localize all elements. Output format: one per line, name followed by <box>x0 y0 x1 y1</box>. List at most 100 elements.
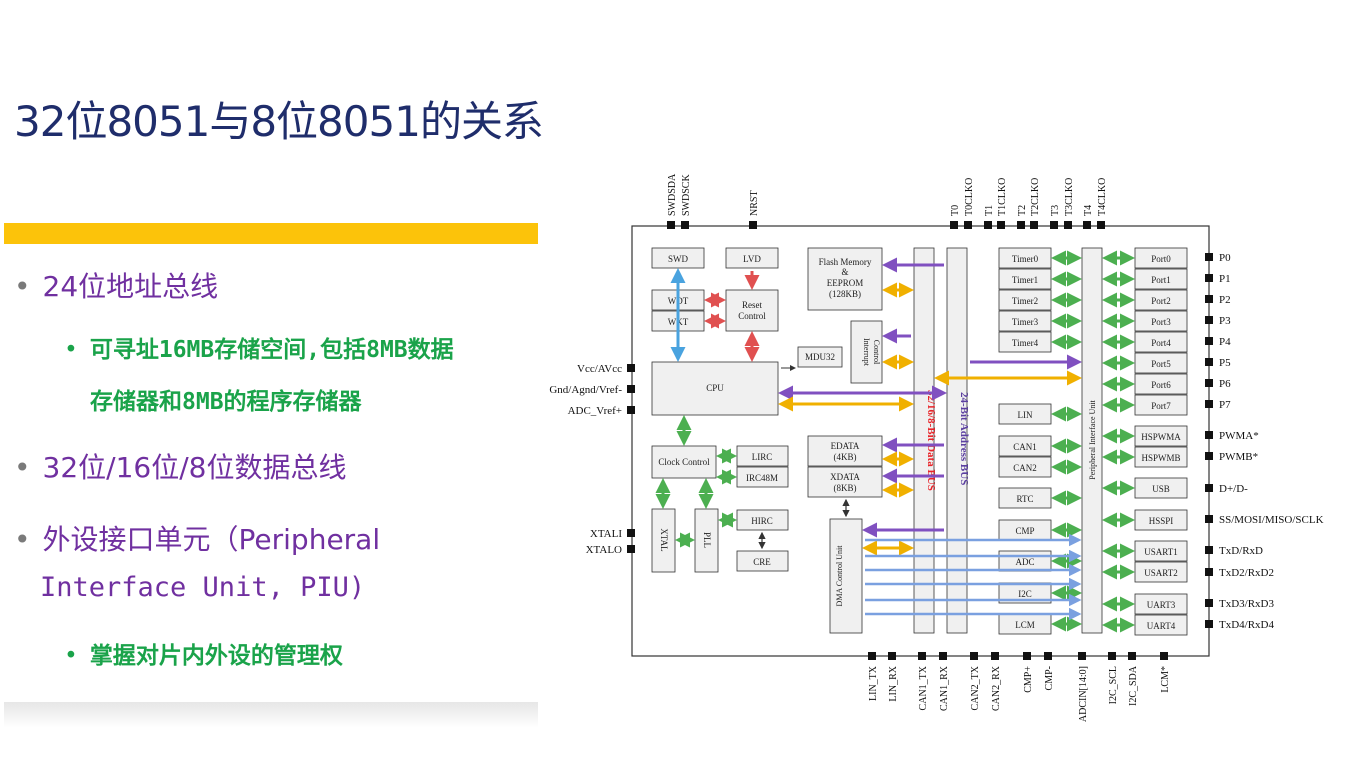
pin-label: ADC_Vref+ <box>568 405 622 417</box>
pin-label: T1 <box>984 205 995 216</box>
block-label: Port4 <box>1151 338 1171 348</box>
pin-label: T0 <box>950 205 961 216</box>
block-label: SWD <box>668 254 689 264</box>
left-pins: Vcc/AVcc Gnd/Agnd/Vref- ADC_Vref+ XTALI … <box>549 363 635 556</box>
bullet-text: 存储器和8MB的程序存储器 <box>90 389 362 415</box>
bullet-text: 32位/16位/8位数据总线 <box>42 451 347 484</box>
pin-label: T0CLKO <box>964 178 975 216</box>
hirc-block <box>736 509 789 531</box>
cpu-block <box>651 361 779 416</box>
block-label: (4KB) <box>834 452 857 462</box>
pin-label: CAN1_RX <box>939 665 950 711</box>
block-label: & <box>841 267 848 277</box>
pin-label: T4CLKO <box>1097 178 1108 216</box>
top-pins: SWDSDA SWDSCK NRST T0 T0CLKO T1 T1CLKO T… <box>667 173 1108 229</box>
bullet-piu-continued: Interface Unit, PIU) <box>40 572 365 603</box>
block-label: LCM <box>1015 620 1035 630</box>
block-label: HSSPI <box>1149 516 1174 526</box>
hspwma-block <box>1134 425 1188 447</box>
bullet-text: 掌握对片内外设的管理权 <box>89 643 343 669</box>
bullet-data-bus: •32位/16位/8位数据总线 <box>14 446 346 486</box>
pin-label: XTALI <box>590 528 622 540</box>
block-label: HSPWMA <box>1141 432 1181 442</box>
uart4-block <box>1134 614 1188 636</box>
block-label: HIRC <box>751 516 773 526</box>
block-label: MDU32 <box>805 352 835 362</box>
port1-block <box>1134 268 1188 290</box>
pin-label: T2 <box>1017 205 1028 216</box>
usart1-block <box>1134 540 1188 562</box>
shadow-divider <box>4 702 538 728</box>
pin-label: SWDSDA <box>667 173 678 216</box>
block-label: LVD <box>743 254 761 264</box>
bullet-dot-icon: • <box>14 523 31 556</box>
pin-label: TxD3/RxD3 <box>1219 598 1275 610</box>
bullet-piu: • 外设接口单元（Peripheral <box>14 518 380 558</box>
block-label: EDATA <box>831 441 860 451</box>
block-label: USB <box>1152 484 1170 494</box>
block-label: (128KB) <box>829 289 861 299</box>
bullet-text: 24位地址总线 <box>42 270 219 303</box>
pin-label: LIN_RX <box>888 665 899 701</box>
pin-label: T3CLKO <box>1064 178 1075 216</box>
uart3-block <box>1134 593 1188 615</box>
block-label: Port6 <box>1151 380 1171 390</box>
hsspi-block <box>1134 509 1188 531</box>
block-label: Port3 <box>1151 317 1171 327</box>
pin-label: P5 <box>1219 357 1231 369</box>
usb-block <box>1134 477 1188 499</box>
pll-block <box>694 508 719 573</box>
pin-label: T2CLKO <box>1030 178 1041 216</box>
pin-label: P4 <box>1219 336 1231 348</box>
block-label: Timer3 <box>1012 317 1039 327</box>
irc48m-block <box>736 466 789 488</box>
pin-label: P0 <box>1219 252 1231 264</box>
block-label: Timer0 <box>1012 254 1039 264</box>
block-label: CAN1 <box>1013 442 1037 452</box>
pin-label: CMP+ <box>1023 666 1034 693</box>
block-label: Control <box>872 340 881 365</box>
block-label: RTC <box>1017 494 1034 504</box>
block-label: LIN <box>1018 410 1033 420</box>
pin-label: Vcc/AVcc <box>577 363 622 375</box>
block-label: UART4 <box>1147 621 1176 631</box>
block-label: DMA Control Unit <box>835 545 844 607</box>
port3-block <box>1134 310 1188 332</box>
block-label: Port5 <box>1151 359 1171 369</box>
block-label: XDATA <box>830 472 860 482</box>
block-label: Clock Control <box>658 457 710 467</box>
block-label: Timer1 <box>1012 275 1038 285</box>
block-label: Reset <box>742 300 762 310</box>
pin-label: T4 <box>1083 205 1094 216</box>
bullet-dot-icon: • <box>14 270 31 303</box>
pin-label: CAN1_TX <box>918 665 929 710</box>
pin-label: T3 <box>1050 205 1061 216</box>
bullet-text: 可寻址16MB存储空间,包括8MB数据 <box>89 337 454 363</box>
edata-block <box>807 435 883 467</box>
pin-label: P1 <box>1219 273 1231 285</box>
hspwmb-block <box>1134 446 1188 468</box>
pin-label: PWMB* <box>1219 451 1258 463</box>
block-label: CAN2 <box>1013 463 1037 473</box>
cre-block <box>736 550 789 572</box>
pin-label: P6 <box>1219 378 1231 390</box>
pin-label: P7 <box>1219 399 1231 411</box>
address-bus <box>946 247 968 634</box>
lirc-block <box>736 445 789 467</box>
reset-control-block <box>725 289 779 332</box>
pin-label: LIN_TX <box>868 665 879 701</box>
pin-label: TxD2/RxD2 <box>1219 567 1274 579</box>
bullet-text: 外设接口单元（Peripheral <box>42 523 381 556</box>
pin-label: CMP- <box>1044 666 1055 690</box>
pin-label: LCM* <box>1160 666 1171 693</box>
block-label: Port2 <box>1151 296 1171 306</box>
usart2-block <box>1134 561 1188 583</box>
pin-label: P2 <box>1219 294 1231 306</box>
pin-label: I2C_SCL <box>1108 666 1119 704</box>
pin-label: TxD/RxD <box>1219 545 1263 557</box>
address-bus-label: 24-Bit Address BUS <box>958 392 970 485</box>
port6-block <box>1134 373 1188 395</box>
block-label: PLL <box>702 532 712 548</box>
